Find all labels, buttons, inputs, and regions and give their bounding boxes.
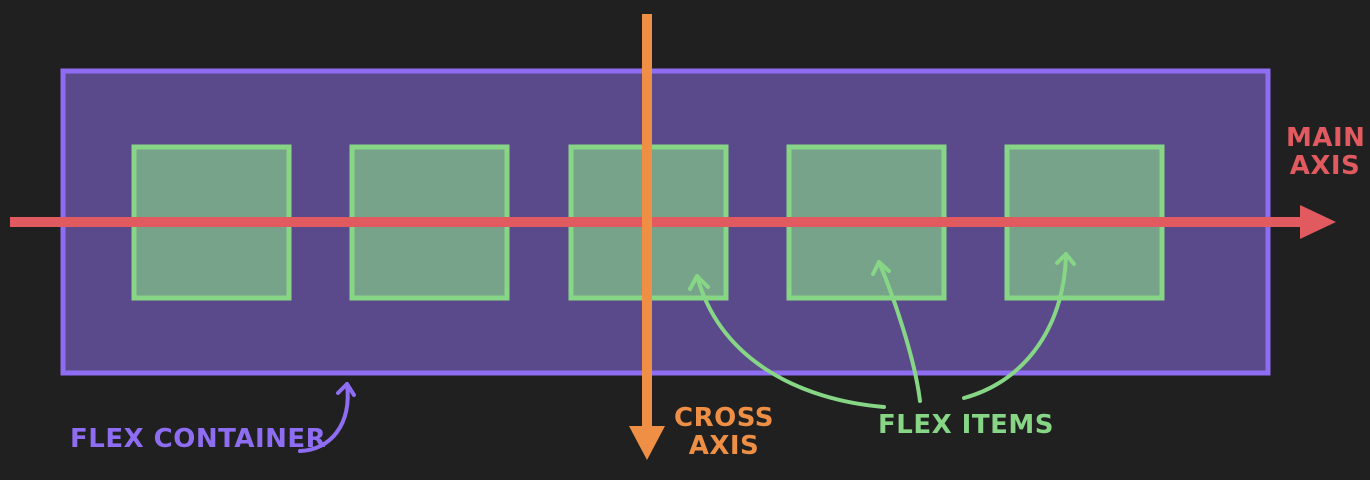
- flex-container-label: FLEX CONTAINER: [70, 424, 327, 454]
- pointer-arrow-head: [871, 260, 891, 276]
- flex-items-pointers: [688, 252, 1076, 409]
- cross-axis-label: CROSS AXIS: [672, 404, 776, 460]
- pointer-arrow: [962, 252, 1068, 400]
- main-axis-arrow: [10, 205, 1336, 239]
- pointer-arrow: [877, 260, 922, 403]
- pointer-arrow-head: [688, 274, 710, 291]
- flex-items-label: FLEX ITEMS: [878, 410, 1054, 440]
- main-axis-label-line2: AXIS: [1289, 151, 1361, 181]
- cross-axis-label-line2: AXIS: [688, 431, 760, 461]
- pointer-arrow-head: [1055, 252, 1076, 266]
- pointer-arrow-head: [336, 382, 356, 397]
- flex-container-pointer: [298, 382, 356, 453]
- cross-axis-arrow: [629, 14, 665, 460]
- pointer-arrow: [298, 382, 350, 453]
- pointer-arrow: [695, 274, 886, 409]
- main-axis-label-line1: MAIN: [1286, 123, 1366, 153]
- cross-axis-label-line1: CROSS: [674, 403, 774, 433]
- main-axis-label: MAIN AXIS: [1286, 123, 1366, 181]
